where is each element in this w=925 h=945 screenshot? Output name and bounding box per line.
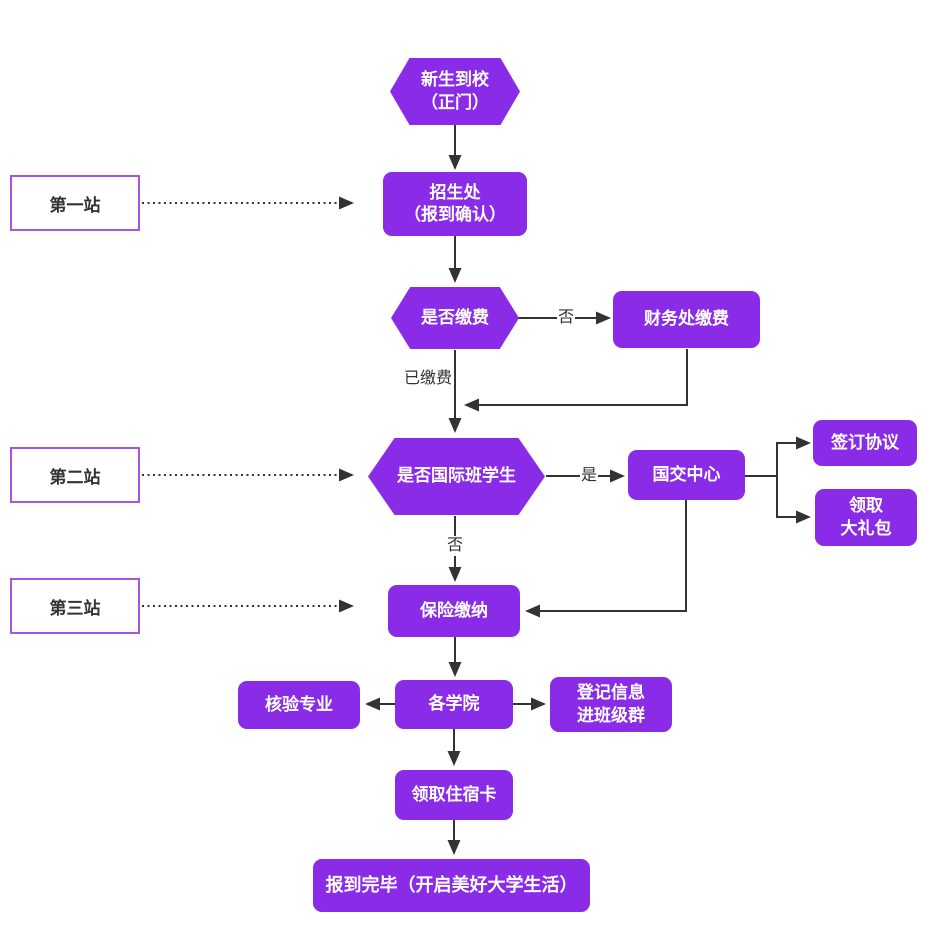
node-station3: 第三站 <box>10 578 140 634</box>
node-pay-decision: 是否缴费 <box>391 287 519 349</box>
edge-label-pay-no: 否 <box>556 308 576 328</box>
edge-intlcenter-to-insurance <box>525 500 687 618</box>
node-station1: 第一站 <box>10 175 140 231</box>
node-dorm-card: 领取住宿卡 <box>395 770 513 820</box>
node-intl-center: 国交中心 <box>628 450 745 500</box>
edge-label-intl-yes: 是 <box>579 466 599 486</box>
node-finance: 财务处缴费 <box>613 291 760 348</box>
node-register-info: 登记信息 进班级群 <box>550 677 672 732</box>
edge-label-paid: 已缴费 <box>402 369 453 389</box>
node-colleges: 各学院 <box>395 680 513 729</box>
node-verify-major: 核验专业 <box>238 681 360 729</box>
node-sign-agreement: 签订协议 <box>813 420 917 466</box>
node-admissions: 招生处 （报到确认） <box>383 172 527 236</box>
edge-branch-to-signagreement <box>776 436 811 476</box>
edge-finance-return <box>464 349 688 412</box>
edge-branch-to-giftpack <box>776 476 811 524</box>
node-gift-pack: 领取 大礼包 <box>815 489 917 546</box>
edge-label-intl-no: 否 <box>445 536 465 556</box>
node-start: 新生到校 （正门） <box>390 58 520 125</box>
node-insurance: 保险缴纳 <box>388 585 520 637</box>
node-station2: 第二站 <box>10 447 140 503</box>
node-intl-decision: 是否国际班学生 <box>368 438 545 515</box>
node-finish: 报到完毕（开启美好大学生活） <box>313 859 590 912</box>
